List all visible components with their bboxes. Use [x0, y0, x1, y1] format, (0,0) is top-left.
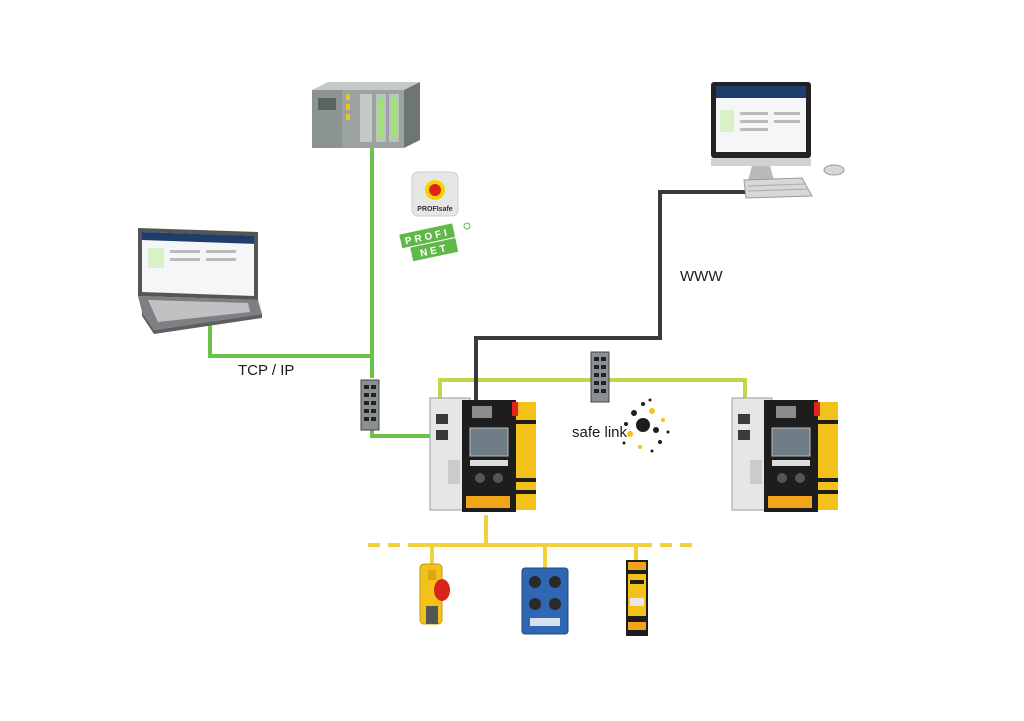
- www-label: WWW: [680, 268, 723, 285]
- profinet-line-gateway: [370, 428, 440, 438]
- safety-relay-icon: [626, 560, 648, 636]
- network-switch-icon: [360, 379, 380, 431]
- laptop-icon: [138, 228, 262, 334]
- tcp-ip-label: TCP / IP: [238, 362, 295, 379]
- desktop-computer-icon: [711, 82, 845, 199]
- safe-link-icon: [622, 398, 670, 453]
- www-line: [474, 190, 758, 412]
- io-module-icon: [521, 567, 569, 635]
- profisafe-text: PROFIsafe: [417, 206, 453, 213]
- safety-gateway-icon: [731, 397, 838, 512]
- profinet-logo: PROFI NET: [399, 223, 459, 262]
- emergency-stop-icon: [419, 563, 450, 625]
- safety-gateway-icon: [429, 397, 536, 512]
- safe-link-label: safe link: [572, 424, 628, 441]
- plc-icon: [312, 82, 420, 148]
- registered-mark: [463, 222, 471, 230]
- network-switch-icon: [590, 351, 610, 403]
- profisafe-logo: PROFIsafe: [411, 171, 459, 217]
